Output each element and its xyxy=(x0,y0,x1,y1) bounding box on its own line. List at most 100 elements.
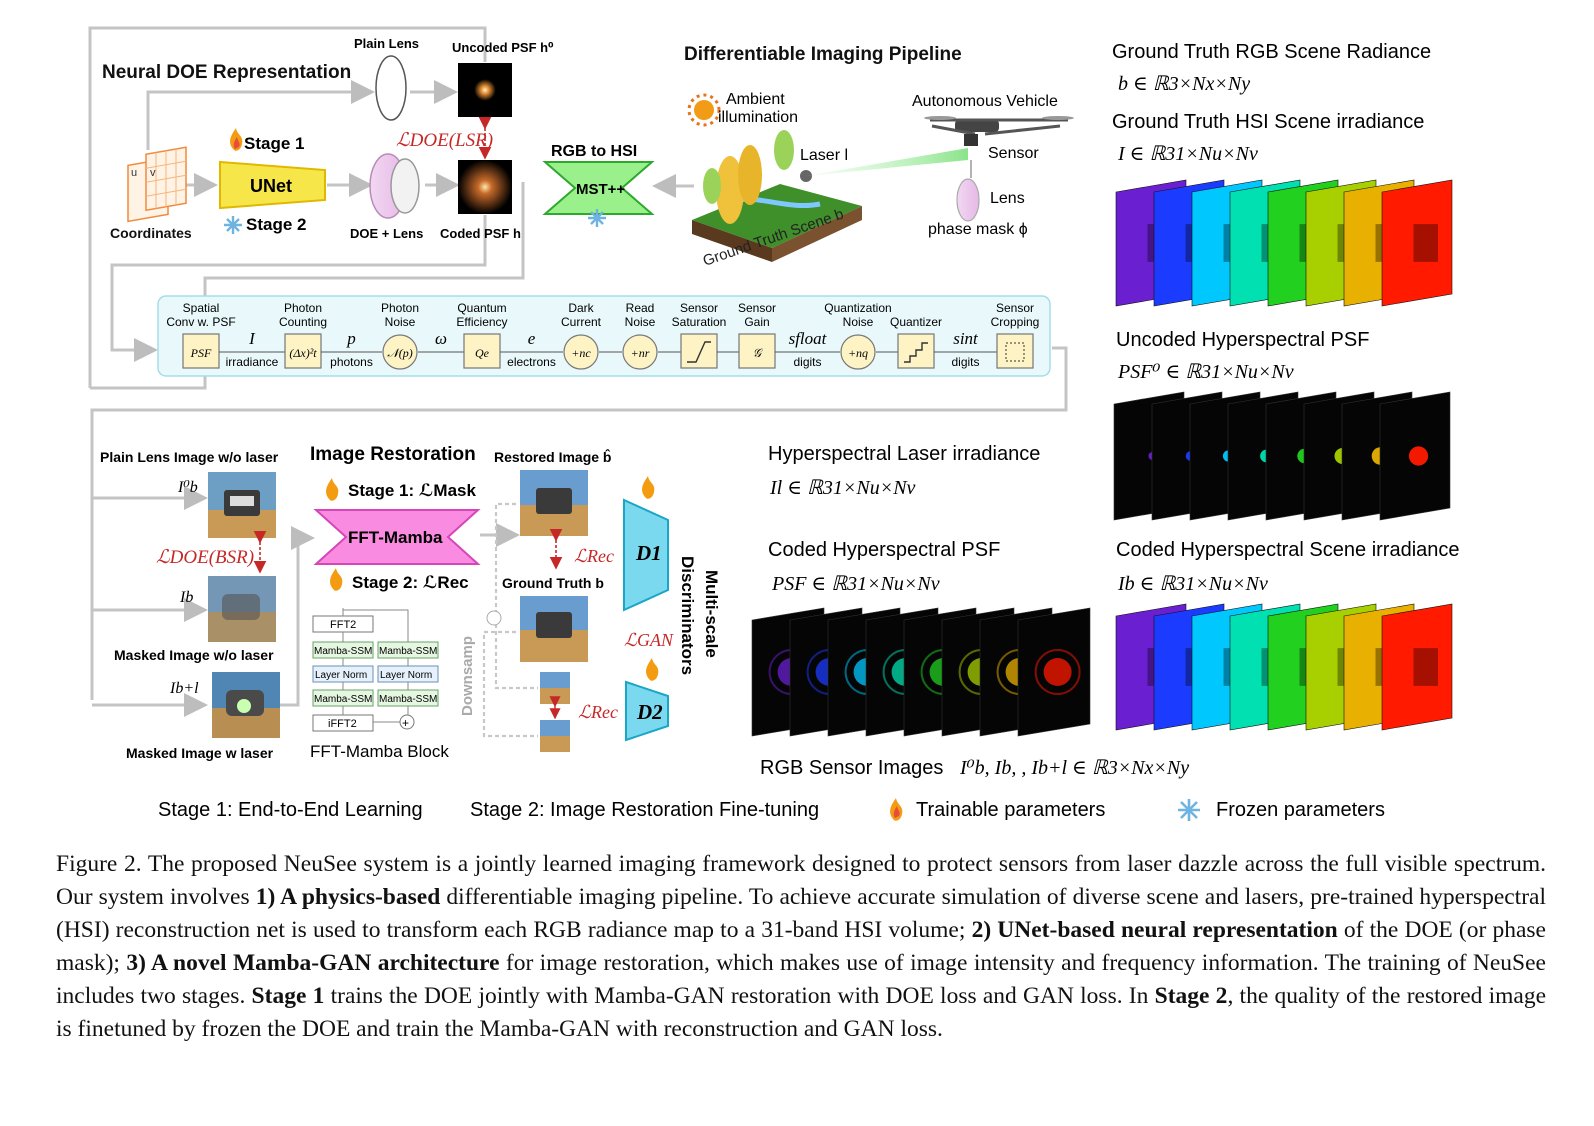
chain-op-box-3 xyxy=(463,333,501,369)
gt-hsi-eq: I ∈ ℝ31×Nu×Nv xyxy=(1117,143,1258,165)
fft-mamba-block-caption: FFT-Mamba Block xyxy=(310,742,449,761)
caption-s1: The proposed NeuSee system is a jointly … xyxy=(56,851,1547,910)
coded-psf-image xyxy=(458,160,512,214)
chain-stage-title-2: Photon xyxy=(381,301,419,315)
mamba-ssm-1: Mamba-SSM xyxy=(314,646,372,657)
mst-block xyxy=(542,161,655,215)
figure-caption: Figure 2. The proposed NeuSee system is … xyxy=(56,848,1546,1046)
chain-signal-unit-1: photons xyxy=(330,355,373,369)
stack-coded-psf-psf-ring-7 xyxy=(1034,649,1081,695)
flame-icon-stage1 xyxy=(326,478,339,501)
rgb-to-hsi-label: RGB to HSI xyxy=(551,143,637,160)
ground-truth-label: Ground Truth b xyxy=(502,575,604,591)
caption-b4: Stage 1 xyxy=(251,983,325,1009)
illumination-label: illumination xyxy=(718,109,798,126)
coded-scene-title: Coded Hyperspectral Scene irradiance xyxy=(1116,539,1460,561)
laser-beam xyxy=(806,148,968,176)
chain-op-label-7: 𝒢 xyxy=(753,346,764,360)
loss-rec-1: ℒRec xyxy=(574,546,614,566)
chain-op-label-0: PSF xyxy=(190,346,212,360)
layer-norm-2: Layer Norm xyxy=(380,670,432,681)
snowflake-icon-legend xyxy=(1178,799,1200,821)
stack-coded-psf-psf-spot-7 xyxy=(1043,658,1072,686)
laser-label: Laser l xyxy=(800,147,848,164)
chain-stage-subtitle-6: Saturation xyxy=(672,315,727,329)
masked-w-laser-label: Masked Image w laser xyxy=(126,745,274,761)
caption-s2: differentiable imaging pipeline. To achi… xyxy=(56,884,1546,943)
uncoded-psf-title: Uncoded Hyperspectral PSF xyxy=(1116,329,1369,351)
lens-icon xyxy=(390,158,420,214)
mamba-ssm-3: Mamba-SSM xyxy=(314,694,372,705)
coord-v: v xyxy=(150,167,156,179)
chain-stage-subtitle-8: Noise xyxy=(843,315,874,329)
restored-image-thumb xyxy=(520,470,588,536)
gt-rgb-title: Ground Truth RGB Scene Radiance xyxy=(1112,41,1431,63)
unet-block xyxy=(219,160,326,210)
gt-hsi-title: Ground Truth HSI Scene irradiance xyxy=(1112,111,1424,133)
snowflake-icon xyxy=(224,216,242,234)
uncoded-psf-label: Uncoded PSF h⁰ xyxy=(452,40,554,55)
snowflake-icon-mst xyxy=(588,209,606,227)
chain-op-box-7 xyxy=(738,333,776,369)
chain-signal-2: ω xyxy=(435,329,447,348)
legend-stage2: Stage 2: Image Restoration Fine-tuning xyxy=(470,799,819,821)
chain-stage-title-8: Quantization xyxy=(824,301,891,315)
masked-wo-laser-label: Masked Image w/o laser xyxy=(114,647,274,663)
chain-op-node-4 xyxy=(563,334,599,370)
coded-psf-title: Coded Hyperspectral PSF xyxy=(768,539,1000,561)
small-thumbs xyxy=(540,672,570,752)
chain-stage-subtitle-2: Noise xyxy=(385,315,416,329)
chain-stage-title-10: Sensor xyxy=(996,301,1034,315)
chain-stage-title-4: Dark xyxy=(568,301,594,315)
chain-stage-title-3: Quantum xyxy=(457,301,506,315)
chain-stage-subtitle-9: Quantizer xyxy=(890,315,942,329)
plain-lens-image-thumb xyxy=(208,472,276,538)
chain-stage-title-0: Spatial xyxy=(183,301,220,315)
multiscale-label-1: Multi-scale xyxy=(702,570,721,658)
chain-stage-subtitle-4: Current xyxy=(561,315,602,329)
ib-label: Ib xyxy=(179,589,193,606)
chain-stage-title-7: Sensor xyxy=(738,301,776,315)
unet-stage1-label: Stage 1 xyxy=(244,134,304,153)
fft-mamba-block-diagram: FFT2 Mamba-SSM Mamba-SSM Layer Norm Laye… xyxy=(312,608,439,732)
doe-lens-label: DOE + Lens xyxy=(350,226,423,241)
downsamp-label: Downsamp xyxy=(459,636,476,716)
flame-icon xyxy=(230,128,243,151)
loss-doe-lsr: ℒDOE(LSR) xyxy=(396,130,493,151)
coded-scene-eq: Ib ∈ ℝ31×Nu×Nv xyxy=(1117,573,1268,595)
chain-stage-subtitle-1: Counting xyxy=(279,315,327,329)
caption-b5: Stage 2 xyxy=(1154,983,1228,1009)
discriminator-d2 xyxy=(625,680,669,742)
chain-op-box-0 xyxy=(182,333,220,369)
downsamp-dashed-lines xyxy=(482,502,538,738)
chain-stage-title-6: Sensor xyxy=(680,301,718,315)
autonomous-vehicle-label: Autonomous Vehicle xyxy=(912,93,1058,110)
coded-psf-band-stack xyxy=(751,607,1091,737)
caption-b3: 3) A novel Mamba-GAN architecture xyxy=(126,950,500,976)
downsamp-icon xyxy=(486,610,502,626)
d2-label: D2 xyxy=(636,700,663,724)
chain-op-box-10 xyxy=(996,333,1034,369)
chain-signal-unit-0: irradiance xyxy=(226,355,279,369)
mst-label: MST++ xyxy=(576,181,625,198)
fft-mamba-block xyxy=(313,509,481,565)
uncoded-psf-image xyxy=(458,63,512,117)
phase-mask-label: phase mask ϕ xyxy=(928,221,1028,238)
coordinates-grid-icon: u v xyxy=(127,146,187,223)
uncoded-psf-band-stack xyxy=(1113,391,1451,521)
unet-stage2-label: Stage 2 xyxy=(246,215,306,234)
quantizer-icon xyxy=(904,342,928,363)
stack-gt-hsi-band-7 xyxy=(1381,179,1453,307)
neural-doe-title: Neural DOE Representation xyxy=(102,62,351,83)
flame-icon-stage2 xyxy=(330,568,343,591)
sensor-label: Sensor xyxy=(988,145,1039,162)
stack-coded-scene-shadow-7 xyxy=(1413,648,1438,686)
chain-op-box-1 xyxy=(284,333,322,369)
mamba-ssm-4: Mamba-SSM xyxy=(379,694,437,705)
chain-signal-unit-7: digits xyxy=(793,355,821,369)
restoration-stage1: Stage 1: ℒMask xyxy=(348,481,476,500)
chain-signal-0: I xyxy=(248,329,256,348)
coded-psf-eq: PSF ∈ ℝ31×Nu×Nv xyxy=(771,573,940,595)
chain-op-node-8 xyxy=(840,334,876,370)
restored-image-label: Restored Image b̂ xyxy=(494,448,611,465)
